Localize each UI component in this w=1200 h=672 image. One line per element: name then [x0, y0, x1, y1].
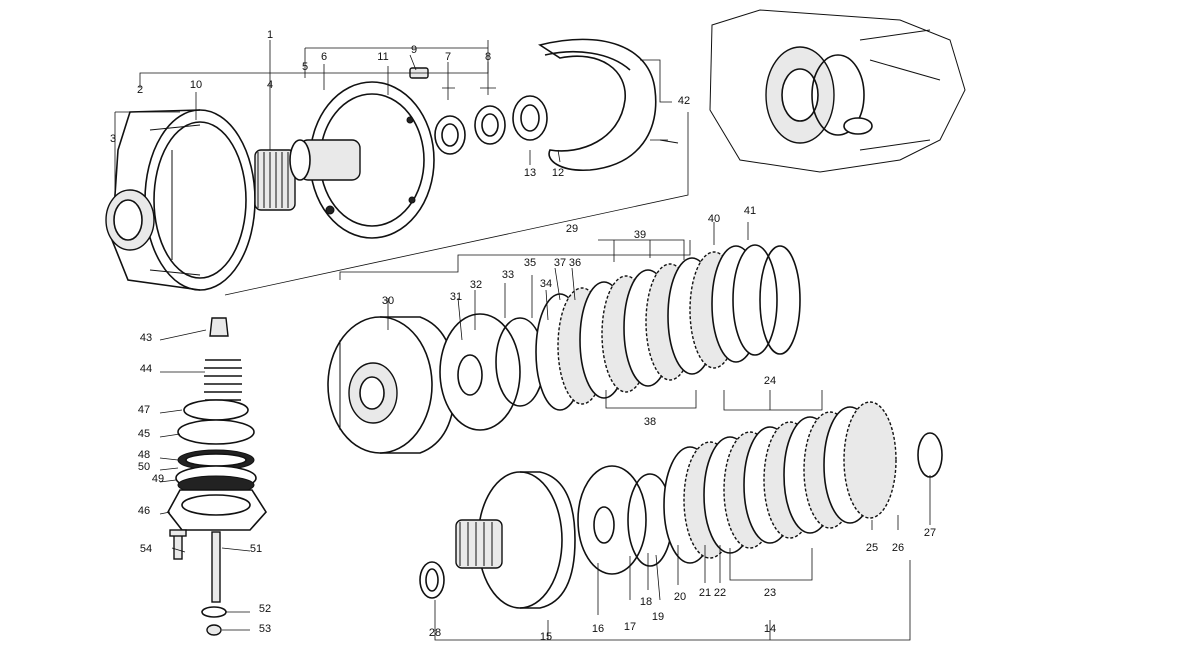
callout-33: 33 [502, 269, 514, 281]
brake-band [538, 38, 679, 171]
callout-20: 20 [674, 591, 686, 603]
callout-13: 13 [524, 167, 536, 179]
callout-24: 24 [764, 375, 776, 387]
snap-ring-27 [917, 432, 943, 478]
callout-14: 14 [764, 623, 776, 635]
callout-45: 45 [138, 428, 150, 440]
callout-40: 40 [708, 213, 720, 225]
callout-44: 44 [140, 363, 152, 375]
callout-12: 12 [552, 167, 564, 179]
seal-rings-7-8-13 [434, 95, 548, 155]
callout-52: 52 [259, 603, 271, 615]
callout-11: 11 [377, 51, 388, 63]
callout-23: 23 [764, 587, 776, 599]
callout-4: 4 [267, 79, 273, 91]
lower-clutch-plate-stack [663, 401, 897, 564]
callout-9: 9 [411, 44, 417, 56]
servo-assembly [167, 317, 267, 636]
callout-54: 54 [140, 543, 152, 555]
callout-8: 8 [485, 51, 491, 63]
callout-41: 41 [744, 205, 756, 217]
callout-30: 30 [382, 295, 394, 307]
callout-32: 32 [470, 279, 482, 291]
rear-clutch-drum [419, 471, 576, 609]
callout-43: 43 [140, 332, 152, 344]
callout-53: 53 [259, 623, 271, 635]
callout-34: 34 [540, 278, 552, 290]
callout-46: 46 [138, 505, 150, 517]
callout-27: 27 [924, 527, 936, 539]
callout-6: 6 [321, 51, 327, 63]
callout-36: 36 [569, 257, 581, 269]
callout-51: 51 [250, 543, 262, 555]
callout-49: 49 [152, 473, 164, 485]
callout-7: 7 [445, 51, 451, 63]
rear-clutch-piston [577, 465, 673, 575]
callout-31: 31 [450, 291, 462, 303]
callout-37: 37 [554, 257, 566, 269]
callout-47: 47 [138, 404, 150, 416]
callout-26: 26 [892, 542, 904, 554]
callout-28: 28 [429, 627, 441, 639]
upper-clutch-plate-stack [535, 245, 761, 411]
oil-pump-cover [289, 81, 435, 239]
callout-19: 19 [652, 611, 664, 623]
callout-1: 1 [267, 29, 273, 41]
callout-50: 50 [138, 461, 150, 473]
callout-3: 3 [110, 133, 116, 145]
callout-2: 2 [137, 84, 143, 96]
callout-17: 17 [624, 621, 636, 633]
leader-lines [114, 40, 931, 641]
callout-10: 10 [190, 79, 202, 91]
callout-16: 16 [592, 623, 604, 635]
callout-35: 35 [524, 257, 536, 269]
callout-21: 21 [699, 587, 711, 599]
callout-18: 18 [640, 596, 652, 608]
callout-15: 15 [540, 631, 552, 643]
callout-38: 38 [644, 416, 656, 428]
pump-gear-spline [254, 149, 296, 211]
retaining-rings-40-41 [732, 244, 801, 356]
callout-5: 5 [302, 61, 308, 73]
callout-22: 22 [714, 587, 726, 599]
callout-29: 29 [566, 223, 578, 235]
front-clutch-drum [327, 316, 456, 454]
callout-39: 39 [634, 229, 646, 241]
transmission-case-inset [709, 9, 966, 173]
lower-plates-plate-10 [843, 401, 897, 519]
oil-pump-housing [105, 109, 256, 291]
callout-25: 25 [866, 542, 878, 554]
callout-48: 48 [138, 449, 150, 461]
callout-42: 42 [678, 95, 690, 107]
clutch-piston [439, 313, 545, 431]
